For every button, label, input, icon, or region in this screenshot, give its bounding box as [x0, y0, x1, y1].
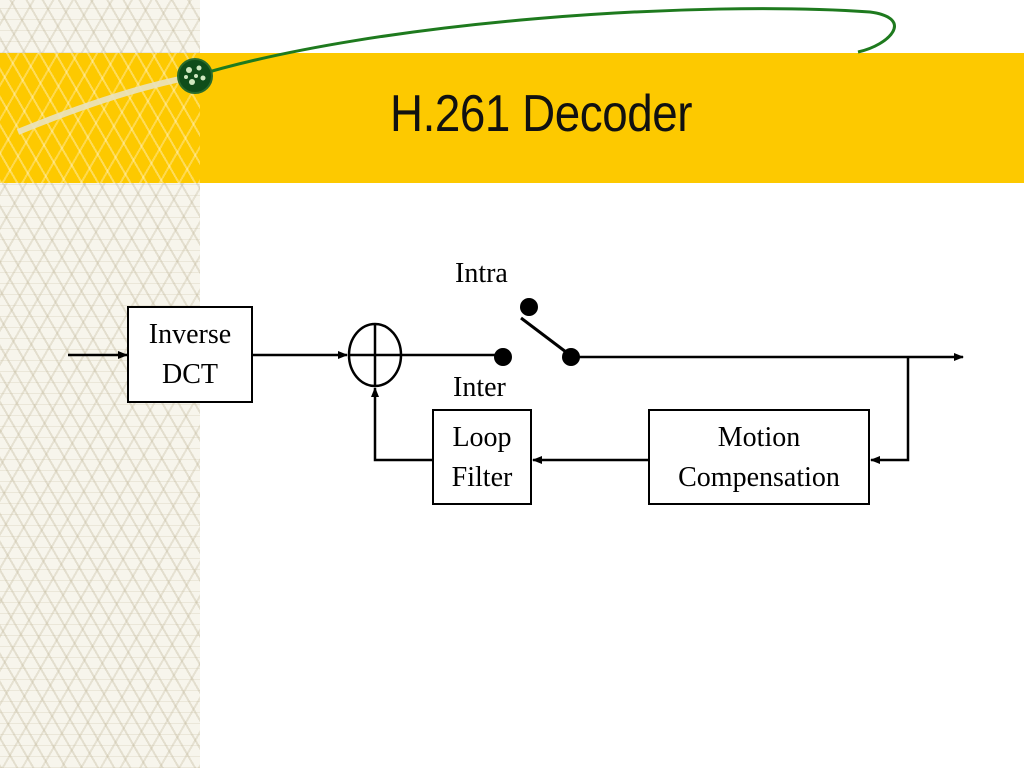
loop-filter-label-line2: Filter [451, 462, 513, 493]
inverse-dct-box [127, 306, 253, 403]
inter-contact [494, 348, 512, 366]
loop-filter-box [432, 409, 532, 505]
inverse-dct-label-line1: Inverse [148, 319, 232, 350]
intra-label: Intra [455, 258, 508, 289]
motion-compensation-box [648, 409, 870, 505]
switch-arm [520, 316, 567, 354]
title-band [0, 53, 1024, 183]
loop-filter-label-line1: Loop [452, 422, 512, 453]
motion-compensation-label: Motion Compensation [649, 418, 869, 498]
page-title: H.261 Decoder [390, 85, 693, 143]
motion-compensation-label-line2: Compensation [678, 462, 840, 493]
inter-label: Inter [453, 372, 506, 403]
inverse-dct-label-line2: DCT [162, 359, 218, 390]
inverse-dct-label: Inverse DCT [128, 315, 252, 395]
intra-contact [520, 298, 538, 316]
feedback-down-line [870, 357, 910, 464]
loop-filter-to-adder-arrow [371, 387, 433, 462]
loop-filter-label: Loop Filter [433, 418, 531, 498]
title-band-pattern [0, 53, 200, 183]
adder-icon [347, 322, 403, 388]
motion-compensation-label-line1: Motion [717, 422, 801, 453]
orb-icon [177, 58, 213, 94]
